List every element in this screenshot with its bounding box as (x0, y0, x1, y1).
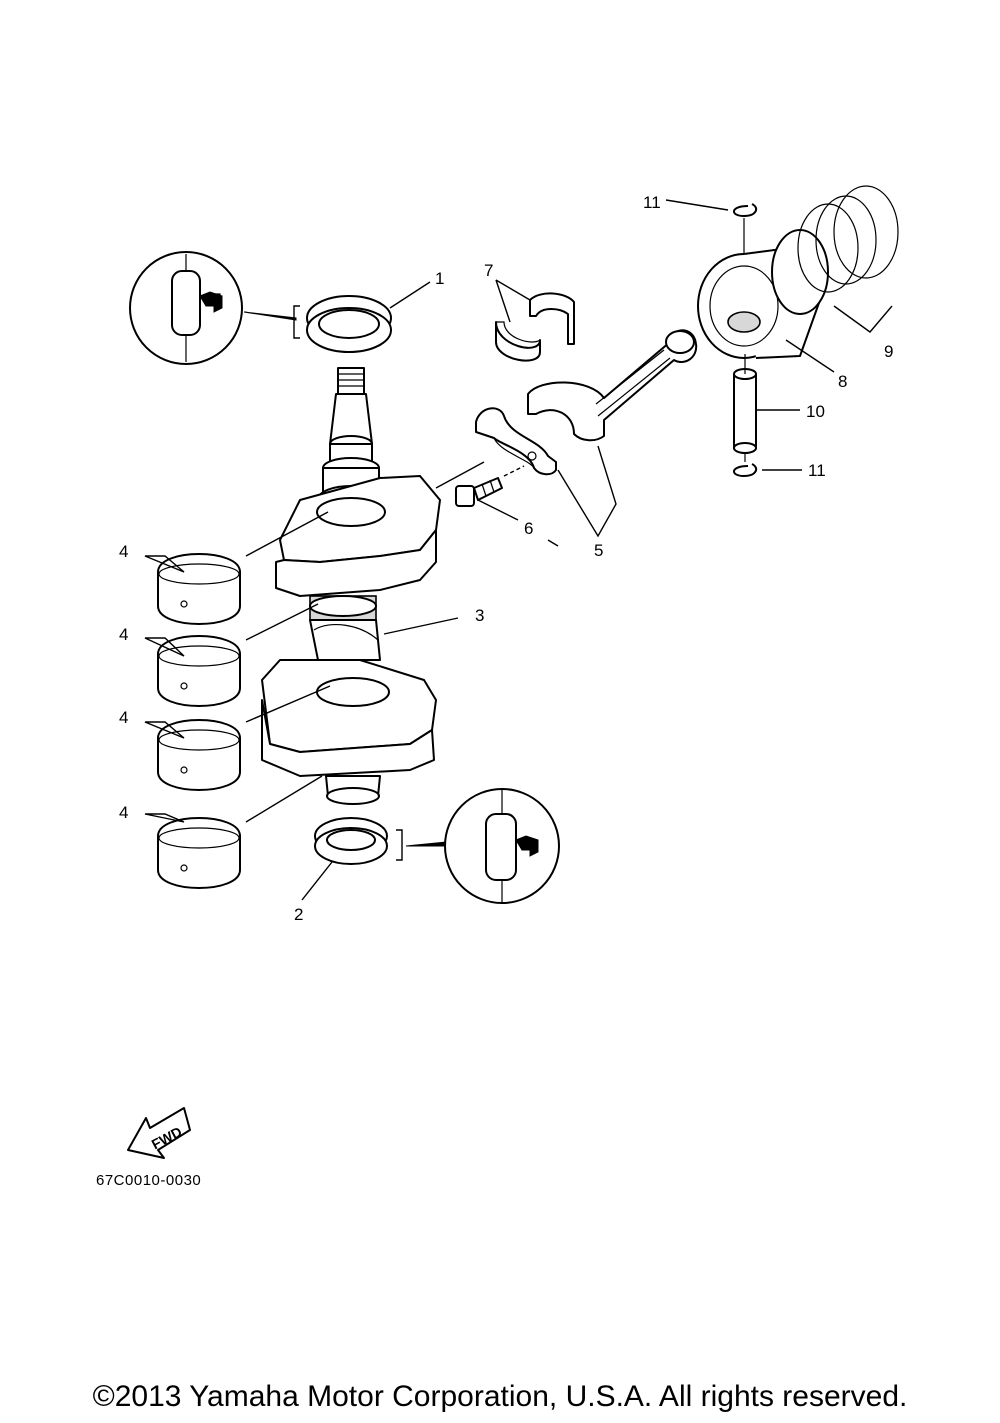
piston-pin-clip-lower (733, 463, 758, 477)
main-bearing-1 (157, 553, 241, 625)
callout-4: 4 (119, 708, 128, 727)
main-bearing-4 (157, 817, 241, 889)
fwd-arrow-icon: FWD (127, 1107, 191, 1159)
crankshaft (261, 367, 441, 805)
grease-apply-icon (129, 251, 243, 365)
crankpin-bearing (495, 292, 575, 362)
callout-4: 4 (119, 625, 128, 644)
rod-bolt (455, 477, 503, 507)
grease-apply-icon (444, 788, 560, 904)
callout-3: 3 (475, 606, 484, 625)
callout-9: 9 (884, 342, 893, 361)
piston-pin-clip-upper (733, 203, 758, 217)
main-bearing-2 (157, 635, 241, 707)
callout-2: 2 (294, 905, 303, 924)
bracket (293, 305, 300, 339)
callout-4: 4 (119, 542, 128, 561)
callout-11: 11 (808, 461, 826, 480)
callout-1: 1 (435, 269, 444, 288)
callout-6: 6 (524, 519, 533, 538)
oil-seal-lower (314, 817, 388, 865)
copyright-notice: ©2013 Yamaha Motor Corporation, U.S.A. A… (92, 1380, 908, 1413)
main-bearing-3 (157, 719, 241, 791)
callout-7: 7 (484, 261, 493, 280)
leader-pointer (243, 311, 297, 321)
connecting-rod (475, 329, 698, 476)
diagram-code: 67C0010-0030 (96, 1172, 202, 1189)
callout-11: 11 (643, 193, 661, 212)
oil-seal-upper (306, 295, 392, 353)
piston-pin (733, 368, 757, 454)
callout-8: 8 (838, 372, 847, 391)
callout-5: 5 (594, 541, 603, 560)
callout-4: 4 (119, 803, 128, 822)
piston-rings (771, 185, 899, 315)
callout-10: 10 (806, 402, 825, 421)
